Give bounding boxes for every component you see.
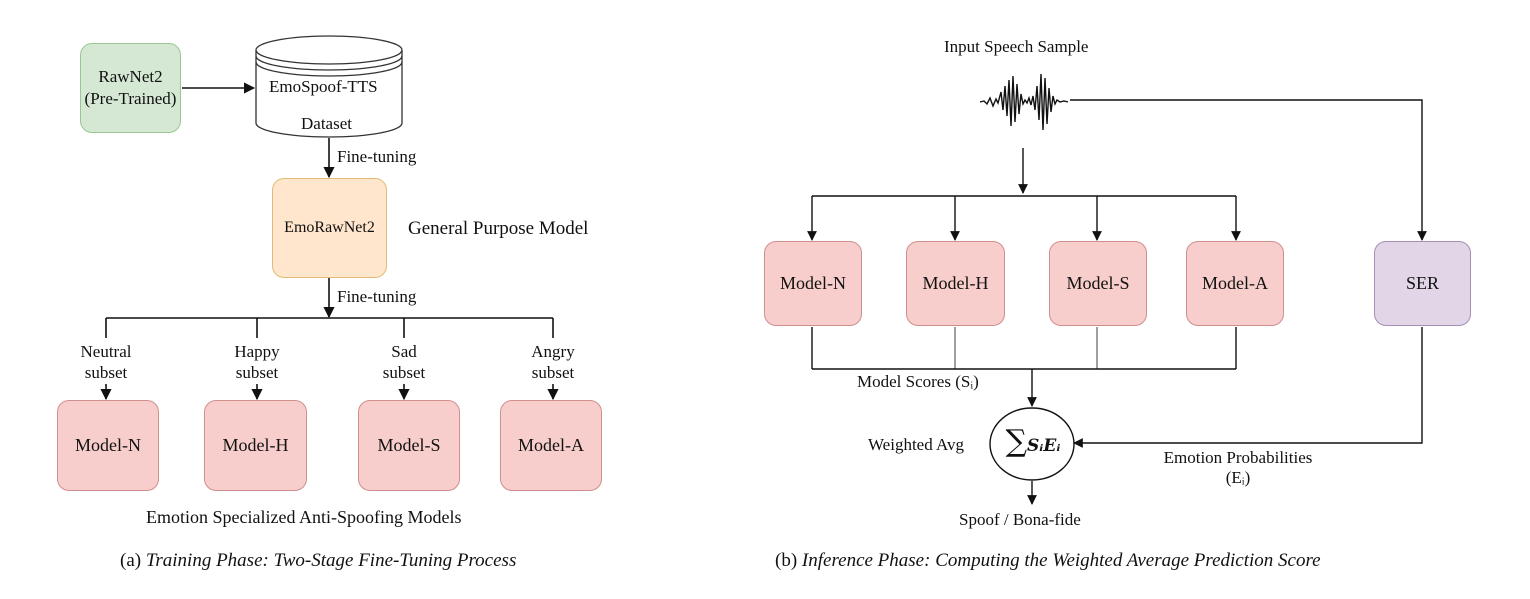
sum-circle	[989, 407, 1075, 481]
left-model-n-label: Model-N	[75, 435, 141, 455]
subset-label-sad: Sad subset	[382, 342, 426, 383]
left-bottom-label: Emotion Specialized Anti-Spoofing Models	[146, 507, 462, 527]
ser-box: SER	[1374, 241, 1471, 326]
finetune-label-2: Fine-tuning	[337, 287, 417, 306]
left-model-h: Model-H	[204, 400, 307, 491]
right-caption: (b) Inference Phase: Computing the Weigh…	[775, 550, 1321, 573]
weighted-avg-label: Weighted Avg	[868, 435, 965, 454]
right-caption-prefix: (b)	[775, 550, 802, 571]
right-connectors	[807, 99, 1427, 505]
subset-label-neutral: Neutral subset	[80, 342, 132, 383]
general-purpose-label: General Purpose Model	[408, 218, 589, 239]
emorawnet2-box: EmoRawNet2	[272, 178, 387, 278]
input-speech-label: Input Speech Sample	[944, 37, 1089, 56]
right-model-n-label: Model-N	[780, 273, 846, 293]
right-model-s-label: Model-S	[1066, 273, 1130, 293]
model-scores-label: Model Scores (Sᵢ)	[857, 372, 979, 391]
finetune-label-1: Fine-tuning	[337, 147, 417, 166]
left-model-a: Model-A	[500, 400, 602, 491]
right-caption-title: Inference Phase: Computing the Weighted …	[801, 550, 1321, 571]
left-model-n: Model-N	[57, 400, 159, 491]
dataset-label-1: EmoSpoof-TTS	[269, 77, 378, 96]
output-label: Spoof / Bona-fide	[959, 510, 1081, 529]
left-model-a-label: Model-A	[518, 435, 584, 455]
left-caption: (a) Training Phase: Two-Stage Fine-Tunin…	[120, 550, 516, 573]
database-icon	[255, 35, 403, 138]
emotion-probs-label: Emotion Probabilities (Eᵢ)	[1163, 448, 1313, 488]
right-model-n: Model-N	[764, 241, 862, 326]
left-model-s-label: Model-S	[377, 435, 441, 455]
left-model-h-label: Model-H	[222, 435, 289, 455]
waveform-icon	[979, 73, 1069, 131]
left-connectors	[100, 82, 559, 401]
left-caption-title: Training Phase: Two-Stage Fine-Tuning Pr…	[145, 550, 517, 571]
rawnet2-box: RawNet2 (Pre-Trained)	[80, 43, 181, 133]
dataset-label-2: Dataset	[301, 114, 352, 133]
sum-expression: ∑SᵢEᵢ	[994, 424, 1072, 460]
sigma-symbol: ∑	[1005, 424, 1028, 459]
rawnet2-label: RawNet2 (Pre-Trained)	[84, 66, 177, 108]
sum-terms: SᵢEᵢ	[1027, 436, 1061, 456]
right-model-a: Model-A	[1186, 241, 1284, 326]
left-caption-prefix: (a)	[120, 550, 146, 571]
right-model-h: Model-H	[906, 241, 1005, 326]
emorawnet2-label: EmoRawNet2	[284, 219, 375, 236]
right-model-s: Model-S	[1049, 241, 1147, 326]
subset-label-angry: Angry subset	[531, 342, 575, 383]
left-model-s: Model-S	[358, 400, 460, 491]
right-model-h-label: Model-H	[922, 273, 989, 293]
ser-label: SER	[1405, 273, 1439, 293]
subset-label-happy: Happy subset	[234, 342, 280, 383]
right-model-a-label: Model-A	[1202, 273, 1268, 293]
